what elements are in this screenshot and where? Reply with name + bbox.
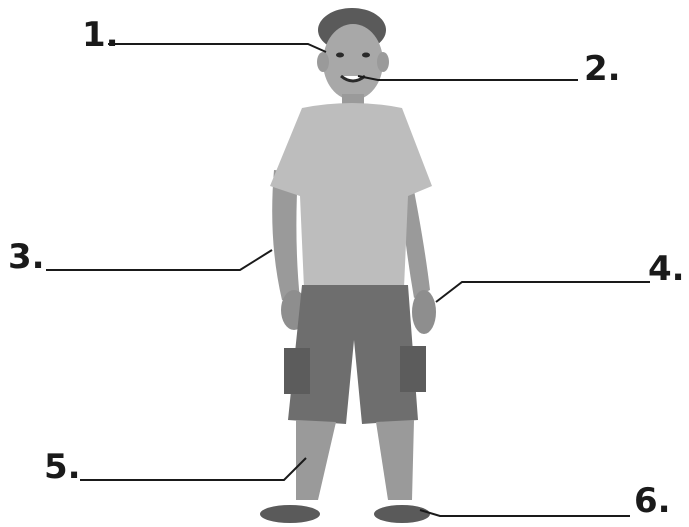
right-leg	[376, 420, 414, 500]
left-flip-flop	[260, 505, 320, 523]
label-5: 5.	[44, 450, 81, 484]
right-ear	[377, 52, 389, 72]
right-eye	[362, 53, 370, 58]
head	[323, 24, 383, 100]
leader-line-5	[80, 458, 306, 480]
label-1: 1.	[82, 18, 119, 52]
left-ear	[317, 52, 329, 72]
label-4: 4.	[648, 252, 685, 286]
right-flip-flop	[374, 505, 430, 523]
leader-line-6	[420, 510, 630, 516]
label-2: 2.	[584, 52, 621, 86]
left-cargo-pocket	[284, 348, 310, 394]
leader-line-2	[358, 76, 578, 80]
leader-line-3	[46, 250, 272, 270]
label-3: 3.	[8, 240, 45, 274]
leader-line-4	[436, 282, 650, 302]
label-6: 6.	[634, 484, 671, 518]
left-leg	[296, 420, 336, 500]
left-eye	[336, 53, 344, 58]
right-hand	[412, 290, 436, 334]
leader-line-1	[108, 44, 326, 52]
right-cargo-pocket	[400, 346, 426, 392]
